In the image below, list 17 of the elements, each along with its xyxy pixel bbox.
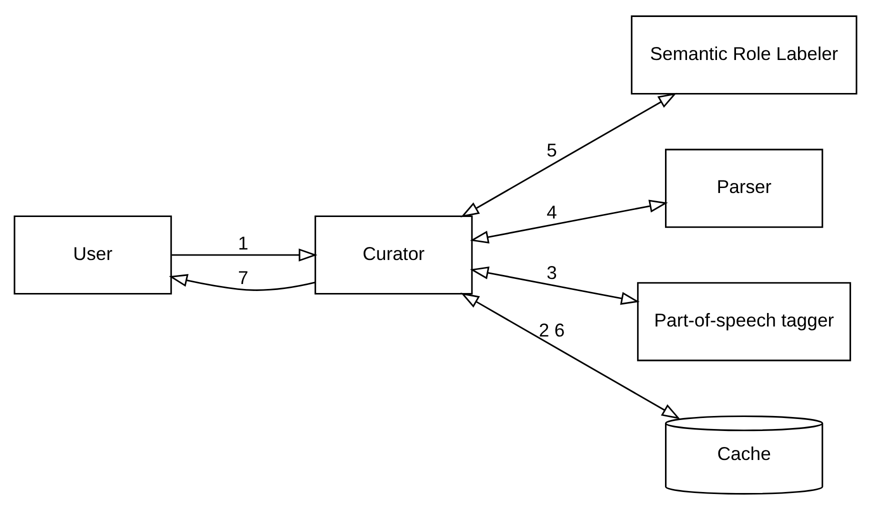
edge-label: 4 [546, 202, 557, 223]
arrow [172, 248, 318, 262]
arrow [168, 274, 316, 291]
edge-label: 5 [546, 140, 557, 161]
arrow [460, 92, 677, 218]
arrow [470, 266, 640, 305]
node-box: Semantic Role Labeler [630, 15, 858, 94]
edge-label: 3 [546, 262, 557, 284]
node-box: Curator [314, 215, 473, 295]
node-box: User [14, 215, 172, 295]
edge-label: 1 [238, 232, 248, 254]
arrow [460, 292, 680, 420]
edge-label: 2 6 [538, 320, 565, 341]
node-box: Part-of-speech tagger [637, 282, 852, 362]
arrow [470, 200, 668, 244]
node-box: Parser [665, 148, 824, 228]
edge-label: 7 [238, 266, 248, 288]
